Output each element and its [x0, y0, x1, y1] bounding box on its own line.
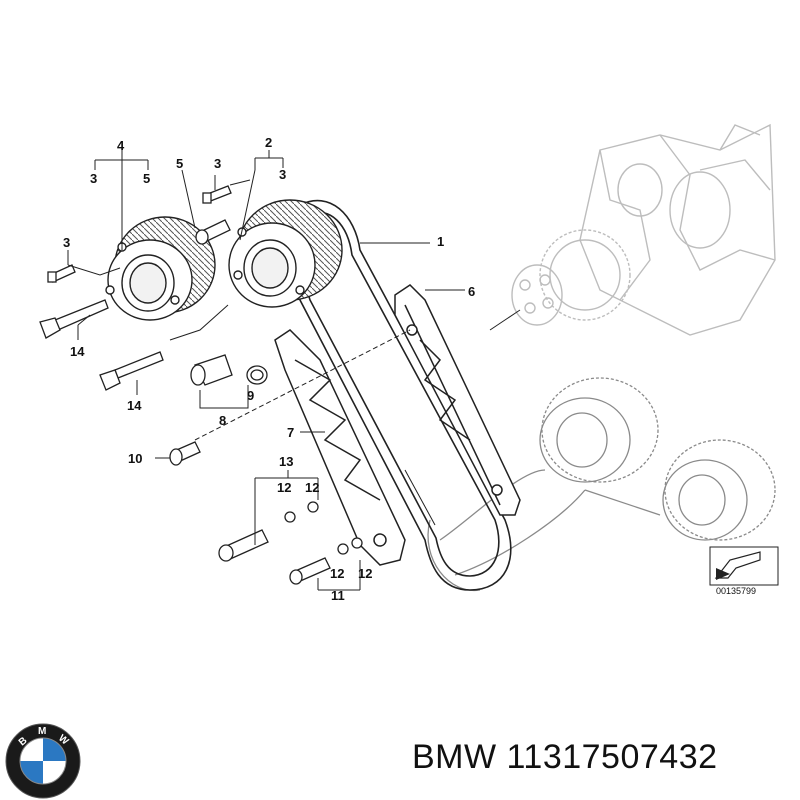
- callout-3: 3: [279, 167, 286, 182]
- hardware-parts: [39, 185, 363, 585]
- crank-sprocket-ghost: [511, 229, 631, 326]
- tensioner-rail: [274, 329, 406, 566]
- crankshaft-ghost: [579, 123, 776, 336]
- camshaft-adjuster-left: [105, 216, 216, 321]
- callout-14: 14: [70, 344, 85, 359]
- callout-3: 3: [63, 235, 70, 250]
- callout-13: 13: [279, 454, 293, 469]
- reference-id: 00135799: [716, 586, 756, 596]
- callout-2: 2: [265, 135, 272, 150]
- bmw-logo-icon: B M W: [5, 723, 81, 799]
- callout-5: 5: [176, 156, 183, 171]
- callout-3: 3: [90, 171, 97, 186]
- callout-14: 14: [127, 398, 142, 413]
- callout-labels: 4 3 5 5 3 2 3 3 1 6 14 9 14 8 7 10 13 12…: [63, 135, 475, 603]
- callout-9: 9: [247, 388, 254, 403]
- callout-1: 1: [437, 234, 444, 249]
- reference-box: 00135799: [709, 546, 779, 596]
- callout-4: 4: [117, 138, 125, 153]
- part-caption: BMW 11317507432: [412, 738, 718, 776]
- callout-12: 12: [358, 566, 372, 581]
- callout-7: 7: [287, 425, 294, 440]
- leader-lines: [67, 150, 521, 591]
- callout-12: 12: [330, 566, 344, 581]
- camshaft-adjuster-right: [228, 199, 343, 308]
- callout-5: 5: [143, 171, 150, 186]
- guide-rail: [394, 284, 521, 516]
- callout-12: 12: [305, 480, 319, 495]
- svg-text:M: M: [38, 726, 46, 737]
- callout-6: 6: [468, 284, 475, 299]
- callout-12: 12: [277, 480, 291, 495]
- callout-11: 11: [331, 588, 345, 603]
- callout-10: 10: [128, 451, 142, 466]
- callout-8: 8: [219, 413, 226, 428]
- callout-3: 3: [214, 156, 221, 171]
